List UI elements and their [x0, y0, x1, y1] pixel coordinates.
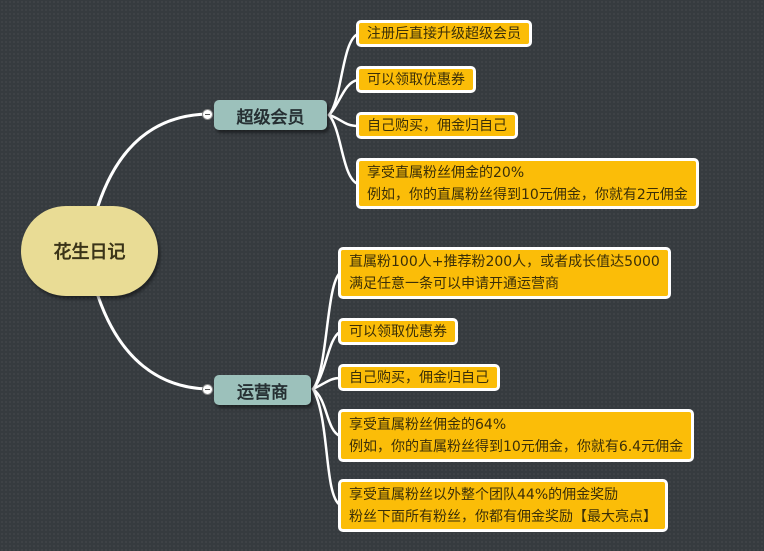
- leaf-text: 例如，你的直属粉丝得到10元佣金，你就有6.4元佣金: [349, 439, 684, 455]
- leaf-node[interactable]: 享受直属粉丝以外整个团队44%的佣金奖励 粉丝下面所有粉丝，你都有佣金奖励【最大…: [338, 479, 668, 532]
- connector-operator-3: [311, 376, 342, 391]
- connector-super-3: [327, 113, 360, 128]
- leaf-text: 例如，你的直属粉丝得到10元佣金，你就有2元佣金: [367, 187, 688, 203]
- leaf-node[interactable]: 注册后直接升级超级会员: [356, 20, 532, 47]
- connector-super-2: [327, 78, 360, 117]
- collapse-toggle-icon[interactable]: [202, 384, 213, 395]
- connector-operator-4: [311, 387, 342, 438]
- branch-node-operator[interactable]: 运营商: [214, 375, 311, 405]
- leaf-node[interactable]: 直属粉100人+推荐粉200人，或者成长值达5000 满足任意一条可以申请开通运…: [338, 247, 671, 299]
- leaf-text: 可以领取优惠券: [349, 324, 447, 340]
- leaf-text: 直属粉100人+推荐粉200人，或者成长值达5000: [349, 254, 660, 270]
- branch-label: 运营商: [237, 382, 288, 403]
- connector-root-to-super-member: [96, 112, 210, 208]
- leaf-node[interactable]: 自己购买，佣金归自己: [356, 112, 518, 139]
- branch-node-super-member[interactable]: 超级会员: [214, 100, 327, 130]
- root-node[interactable]: 花生日记: [21, 206, 158, 296]
- connector-super-4: [327, 113, 360, 186]
- leaf-text: 享受直属粉丝佣金的64%: [349, 417, 507, 433]
- leaf-node[interactable]: 自己购买，佣金归自己: [338, 364, 500, 391]
- leaf-text: 自己购买，佣金归自己: [349, 370, 489, 386]
- leaf-node[interactable]: 享受直属粉丝佣金的20% 例如，你的直属粉丝得到10元佣金，你就有2元佣金: [356, 158, 699, 209]
- connector-operator-1: [311, 271, 342, 391]
- connector-root-to-operator: [96, 294, 210, 391]
- leaf-text: 可以领取优惠券: [367, 72, 465, 88]
- leaf-text: 粉丝下面所有粉丝，你都有佣金奖励【最大亮点】: [349, 509, 657, 525]
- leaf-text: 满足任意一条可以申请开通运营商: [349, 276, 559, 292]
- leaf-text: 享受直属粉丝以外整个团队44%的佣金奖励: [349, 487, 619, 503]
- leaf-text: 享受直属粉丝佣金的20%: [367, 165, 525, 181]
- root-label: 花生日记: [53, 242, 126, 263]
- connector-operator-5: [311, 387, 342, 507]
- branch-label: 超级会员: [236, 107, 305, 128]
- leaf-text: 自己购买，佣金归自己: [367, 118, 507, 134]
- leaf-node[interactable]: 可以领取优惠券: [338, 318, 458, 345]
- connector-super-1: [327, 32, 360, 117]
- leaf-text: 注册后直接升级超级会员: [367, 26, 521, 42]
- connector-operator-2: [311, 330, 342, 391]
- leaf-node[interactable]: 可以领取优惠券: [356, 66, 476, 93]
- leaf-node[interactable]: 享受直属粉丝佣金的64% 例如，你的直属粉丝得到10元佣金，你就有6.4元佣金: [338, 409, 695, 462]
- collapse-toggle-icon[interactable]: [202, 109, 213, 120]
